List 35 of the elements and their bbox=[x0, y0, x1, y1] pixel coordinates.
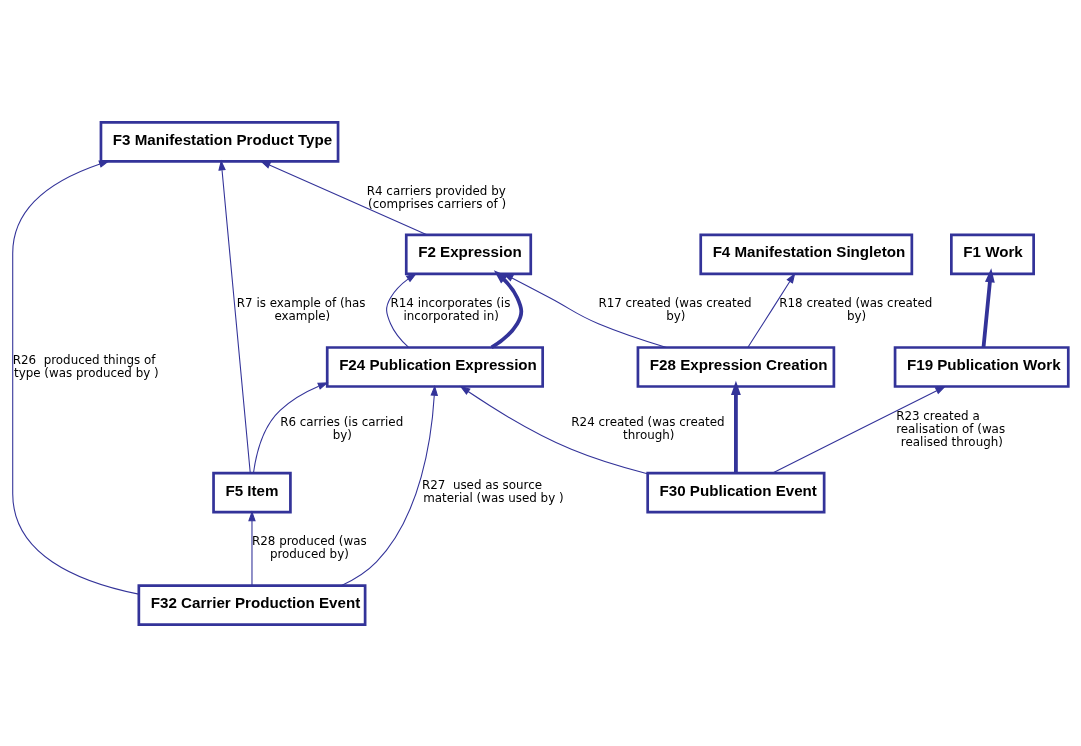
arrow bbox=[386, 272, 417, 348]
node-box: F19 Publication Work bbox=[893, 345, 1070, 388]
node-box: F30 Publication Event bbox=[646, 471, 826, 513]
arrow bbox=[772, 385, 947, 474]
node-box: F5 Item bbox=[212, 471, 292, 513]
arrow bbox=[340, 384, 439, 586]
edge-label: R26 produced things of type (was produced by ) bbox=[12, 352, 159, 380]
arrow bbox=[730, 380, 741, 473]
arrow bbox=[248, 510, 256, 586]
edge-label: R4 carriers provided by (comprises carriers of ) bbox=[366, 183, 507, 211]
edge-label: R27 used as source material (was used by ) bbox=[421, 477, 564, 505]
node-box: F24 Publication Expression bbox=[325, 345, 545, 388]
arrow bbox=[252, 381, 329, 474]
node-box: F28 Expression Creation bbox=[636, 345, 836, 388]
arrow bbox=[259, 160, 428, 235]
node-box: F1 Work bbox=[950, 233, 1035, 275]
edge-label: R18 created (was created by) bbox=[779, 295, 933, 323]
arrow bbox=[981, 267, 995, 347]
node-box: F3 Manifestation Product Type bbox=[99, 120, 340, 163]
edge-label: R7 is example of (has example) bbox=[236, 295, 366, 323]
edge-label: R23 created a realisation of (was realised through) bbox=[896, 408, 1006, 449]
arrow bbox=[459, 385, 648, 474]
node-box: F2 Expression bbox=[404, 233, 533, 275]
edge-label: R28 produced (was produced by) bbox=[251, 533, 367, 561]
edge-label: R14 incorporates (is incorporated in) bbox=[390, 295, 511, 323]
arrow bbox=[12, 160, 140, 595]
arrow bbox=[502, 272, 667, 348]
node-box: F32 Carrier Production Event bbox=[137, 583, 367, 626]
edge-label: R6 carries (is carried by) bbox=[280, 414, 404, 442]
edge-label: R24 created (was created through) bbox=[571, 414, 725, 442]
arrow bbox=[490, 269, 524, 349]
arrow bbox=[747, 272, 796, 348]
edge-label: R17 created (was created by) bbox=[598, 295, 752, 323]
arrow bbox=[218, 159, 251, 473]
node-box: F4 Manifestation Singleton bbox=[699, 233, 914, 275]
